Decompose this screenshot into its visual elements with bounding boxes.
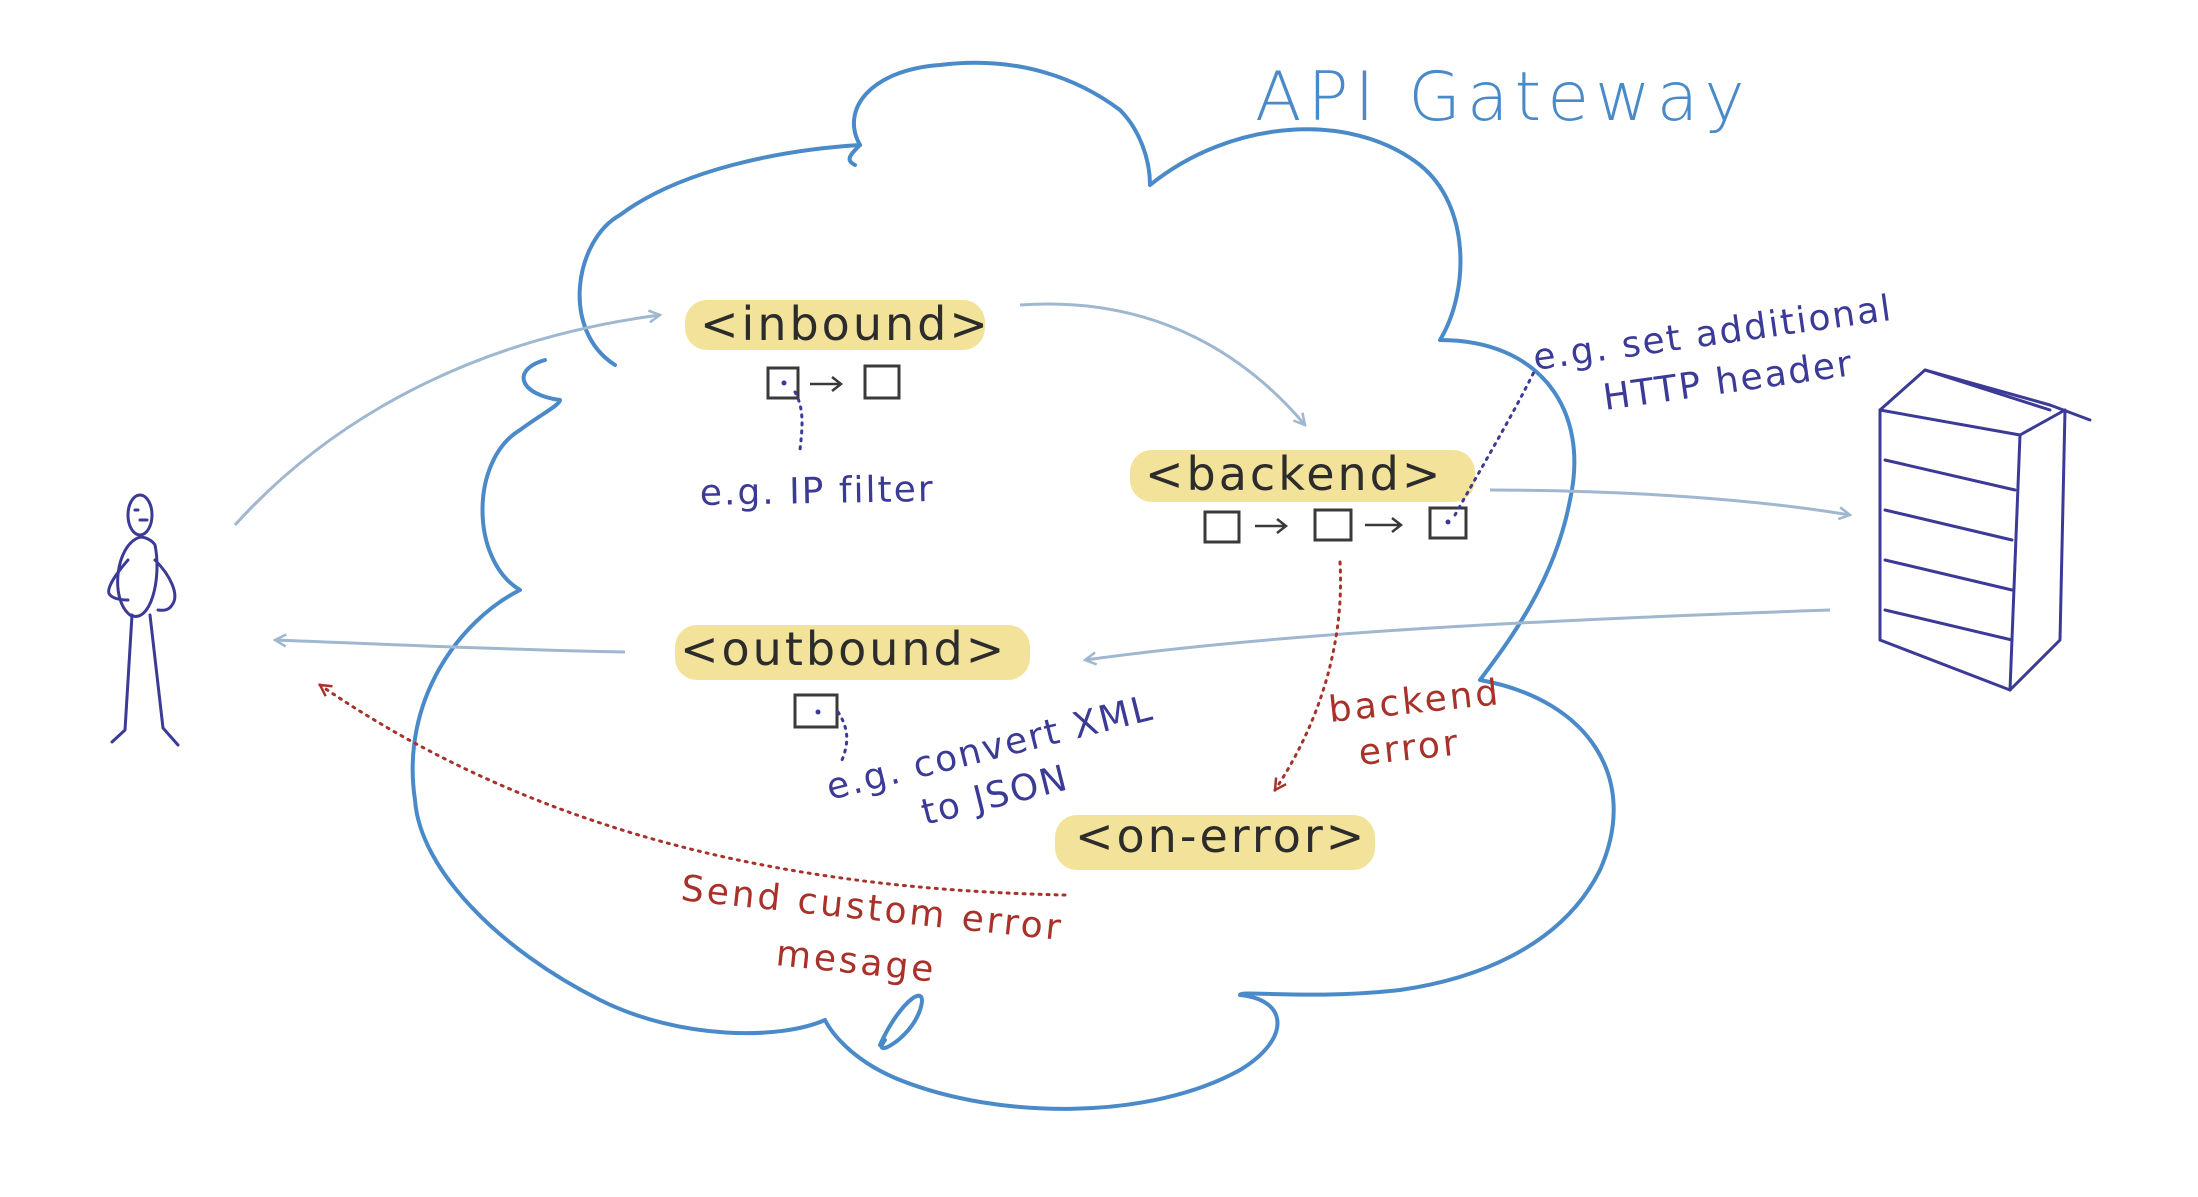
gateway-cloud (410, 60, 1616, 1111)
backend-chain-arrow-1 (1255, 518, 1289, 534)
custom-error-note-line2: mesage (774, 933, 938, 991)
outbound-note-connector (836, 710, 849, 762)
backend-highlight (1130, 450, 1475, 502)
request-arrow-user-to-inbound (233, 315, 660, 527)
backend-chain-arrow-2 (1365, 517, 1404, 533)
backend-error-note-line1: backend (1327, 672, 1503, 731)
backend-policy-box-1 (1203, 510, 1241, 544)
inbound-example-note: e.g. IP filter (699, 469, 935, 514)
on-error-highlight (1055, 815, 1375, 870)
response-arrow-outbound-to-user (275, 640, 626, 654)
backend-policy-box-3 (1428, 506, 1468, 540)
backend-error-arrow (1273, 560, 1343, 790)
inbound-policy-box-2 (863, 364, 901, 400)
outbound-policy-dot (815, 709, 821, 715)
stick-figure-icon (107, 493, 180, 747)
diagram-title: API Gateway (1255, 58, 1751, 137)
backend-note-connector (1453, 368, 1537, 517)
server-rack-icon (1878, 368, 2092, 692)
outbound-policy-label: <outbound> (680, 622, 1007, 676)
cloud-bottom-loop (878, 993, 924, 1051)
custom-error-arrow (320, 683, 1067, 897)
outbound-policy-chain (793, 693, 839, 729)
inbound-policy-dot (781, 380, 787, 386)
backend-policy-chain (1203, 506, 1468, 544)
backend-policy-box-2 (1313, 508, 1353, 542)
outbound-highlight (675, 625, 1030, 680)
custom-error-note-line1: Send custom error (679, 868, 1065, 949)
request-arrow-backend-to-server (1489, 488, 1850, 515)
inbound-policy-chain (766, 364, 901, 400)
backend-policy-label: <backend> (1145, 447, 1443, 501)
backend-error-note-line2: error (1357, 722, 1463, 773)
inbound-note-connector (793, 390, 804, 452)
inbound-policy-label: <inbound> (700, 297, 991, 351)
inbound-policy-box-1 (766, 366, 800, 400)
inbound-highlight (685, 300, 985, 350)
backend-policy-dot (1445, 519, 1451, 525)
on-error-policy-label: <on-error> (1075, 809, 1367, 863)
inbound-chain-arrow (810, 376, 844, 392)
request-arrow-inbound-to-backend (1019, 302, 1305, 425)
cloud-curl (847, 143, 862, 167)
response-arrow-server-to-outbound (1085, 608, 1831, 660)
